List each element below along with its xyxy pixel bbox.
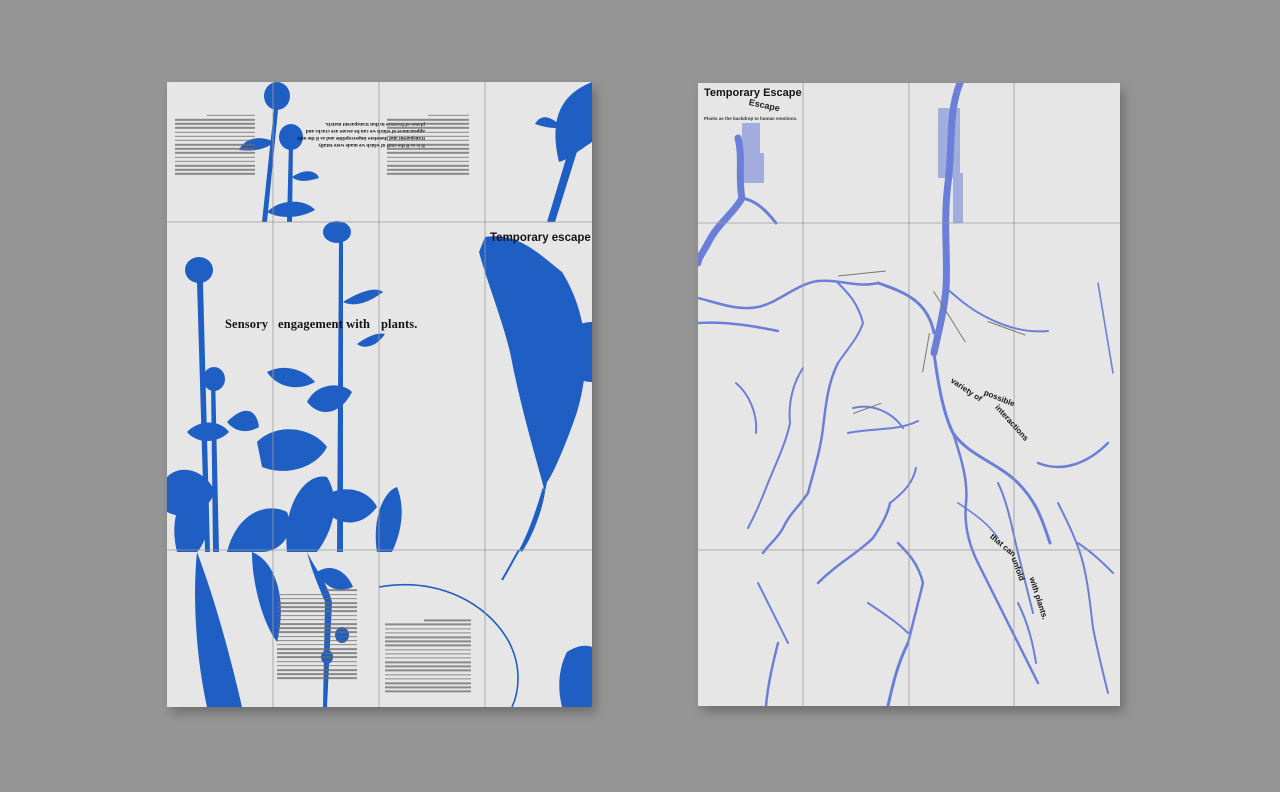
headline-word: plants. (381, 317, 418, 331)
quote-line: matrix. (325, 121, 342, 127)
quote-line: imperceptible and as if the only (296, 135, 367, 141)
body-text-block (277, 587, 357, 680)
body-text-block (175, 112, 255, 175)
right-poster: Temporary Escape Escape Plants as the ba… (698, 83, 1120, 706)
crack-pattern-art (698, 83, 1114, 706)
headline-word: Sensory (225, 317, 269, 331)
left-poster: It is as if the stuff of which we made w… (167, 82, 592, 707)
blue-plant-silhouettes (167, 82, 592, 707)
poster-subtitle: Plants as the backdrop to human emotions… (704, 116, 798, 121)
body-text-block (387, 112, 469, 175)
poster-title: Temporary Escape (704, 87, 802, 99)
poster-title: Temporary escape (490, 232, 591, 244)
body-text-block (385, 617, 471, 693)
headline-word: engagement with (278, 317, 371, 331)
